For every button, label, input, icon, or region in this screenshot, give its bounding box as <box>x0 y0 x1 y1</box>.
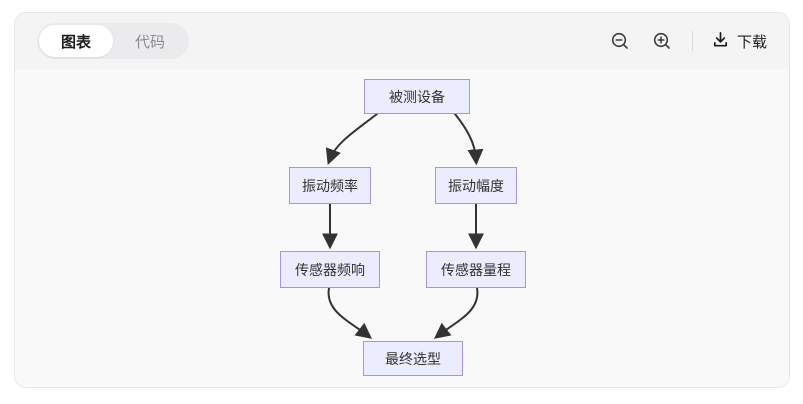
diagram-viewer-card: 图表 代码 <box>14 12 790 388</box>
download-button[interactable]: 下载 <box>711 28 767 55</box>
flowchart-edges <box>322 113 484 339</box>
zoom-out-icon <box>610 31 630 51</box>
flowchart-node-sensor-frequency-response: 传感器频响 <box>280 251 380 288</box>
flowchart-node-vibration-amplitude: 振动幅度 <box>435 167 517 204</box>
flowchart-node-device: 被测设备 <box>364 79 470 114</box>
edge-range-final <box>433 287 479 339</box>
edge-device-amplitude <box>454 113 484 166</box>
zoom-in-button[interactable] <box>650 29 674 53</box>
toolbar-divider <box>691 31 693 51</box>
download-label: 下载 <box>736 33 767 51</box>
zoom-in-icon <box>652 31 672 51</box>
tab-code[interactable]: 代码 <box>135 33 166 51</box>
flowchart-node-sensor-range: 传感器量程 <box>426 251 526 288</box>
diagram-canvas: 被测设备 振动频率 振动幅度 传感器频响 传感器量程 最终选型 <box>15 69 789 387</box>
tab-group: 图表 代码 <box>37 23 190 59</box>
edge-response-final <box>327 287 373 339</box>
flowchart-node-final-selection: 最终选型 <box>363 341 463 376</box>
tab-chart[interactable]: 图表 <box>39 25 114 57</box>
toolbar: 图表 代码 <box>15 13 789 69</box>
edge-device-frequency <box>325 113 378 165</box>
flowchart-node-vibration-frequency: 振动频率 <box>289 167 371 204</box>
toolbar-actions: 下载 <box>608 28 767 55</box>
zoom-out-button[interactable] <box>608 29 632 53</box>
download-icon <box>711 30 730 53</box>
